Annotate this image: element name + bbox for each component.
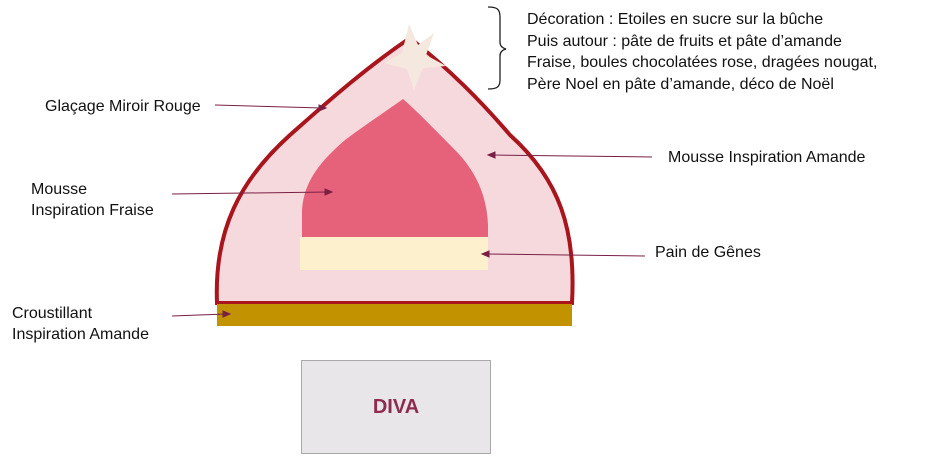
decoration-line: Décoration : Etoiles en sucre sur la bûc… [527,11,824,28]
label-croustillant-line1: Croustillant [12,305,93,322]
decoration-note: Décoration : Etoiles en sucre sur la bûc… [527,9,877,95]
leader-croustillant [171,313,227,317]
label-glacage: Glaçage Miroir Rouge [45,98,201,115]
label-mousse-fraise: Mousse Inspiration Fraise [31,179,154,221]
mousse-fraise-layer [302,99,488,237]
arrowhead-mousse-amande [486,151,496,159]
arrowhead-pain-genes [480,250,490,258]
sugar-star-icon [384,24,446,90]
label-mousse-amande: Mousse Inspiration Amande [668,149,866,166]
label-pain-genes: Pain de Gênes [655,244,761,261]
leader-pain-genes [485,253,646,257]
leader-glacage [214,104,323,109]
decoration-line: Père Noel en pâte d’amande, déco de Noël [527,75,834,93]
arrowhead-mousse-fraise [324,188,334,196]
decoration-line: Puis autour : pâte de fruits et pâte d’a… [527,32,842,50]
leader-mousse-fraise [171,191,329,195]
decoration-line: Fraise, boules chocolatées rose, dragées… [527,54,878,71]
product-name-box: DIVA [301,360,491,454]
arrowhead-croustillant [222,310,232,318]
label-mousse-fraise-line1: Mousse [31,181,88,198]
label-mousse-fraise-line2: Inspiration Fraise [31,202,154,219]
product-name: DIVA [372,395,420,418]
arrowhead-glacage [318,104,328,112]
leader-mousse-amande [491,154,653,158]
pain-de-genes-layer [300,237,488,270]
label-croustillant: Croustillant Inspiration Amande [12,303,149,345]
croustillant-layer [217,304,572,326]
decoration-brace [487,6,507,90]
label-croustillant-line2: Inspiration Amande [12,326,149,343]
